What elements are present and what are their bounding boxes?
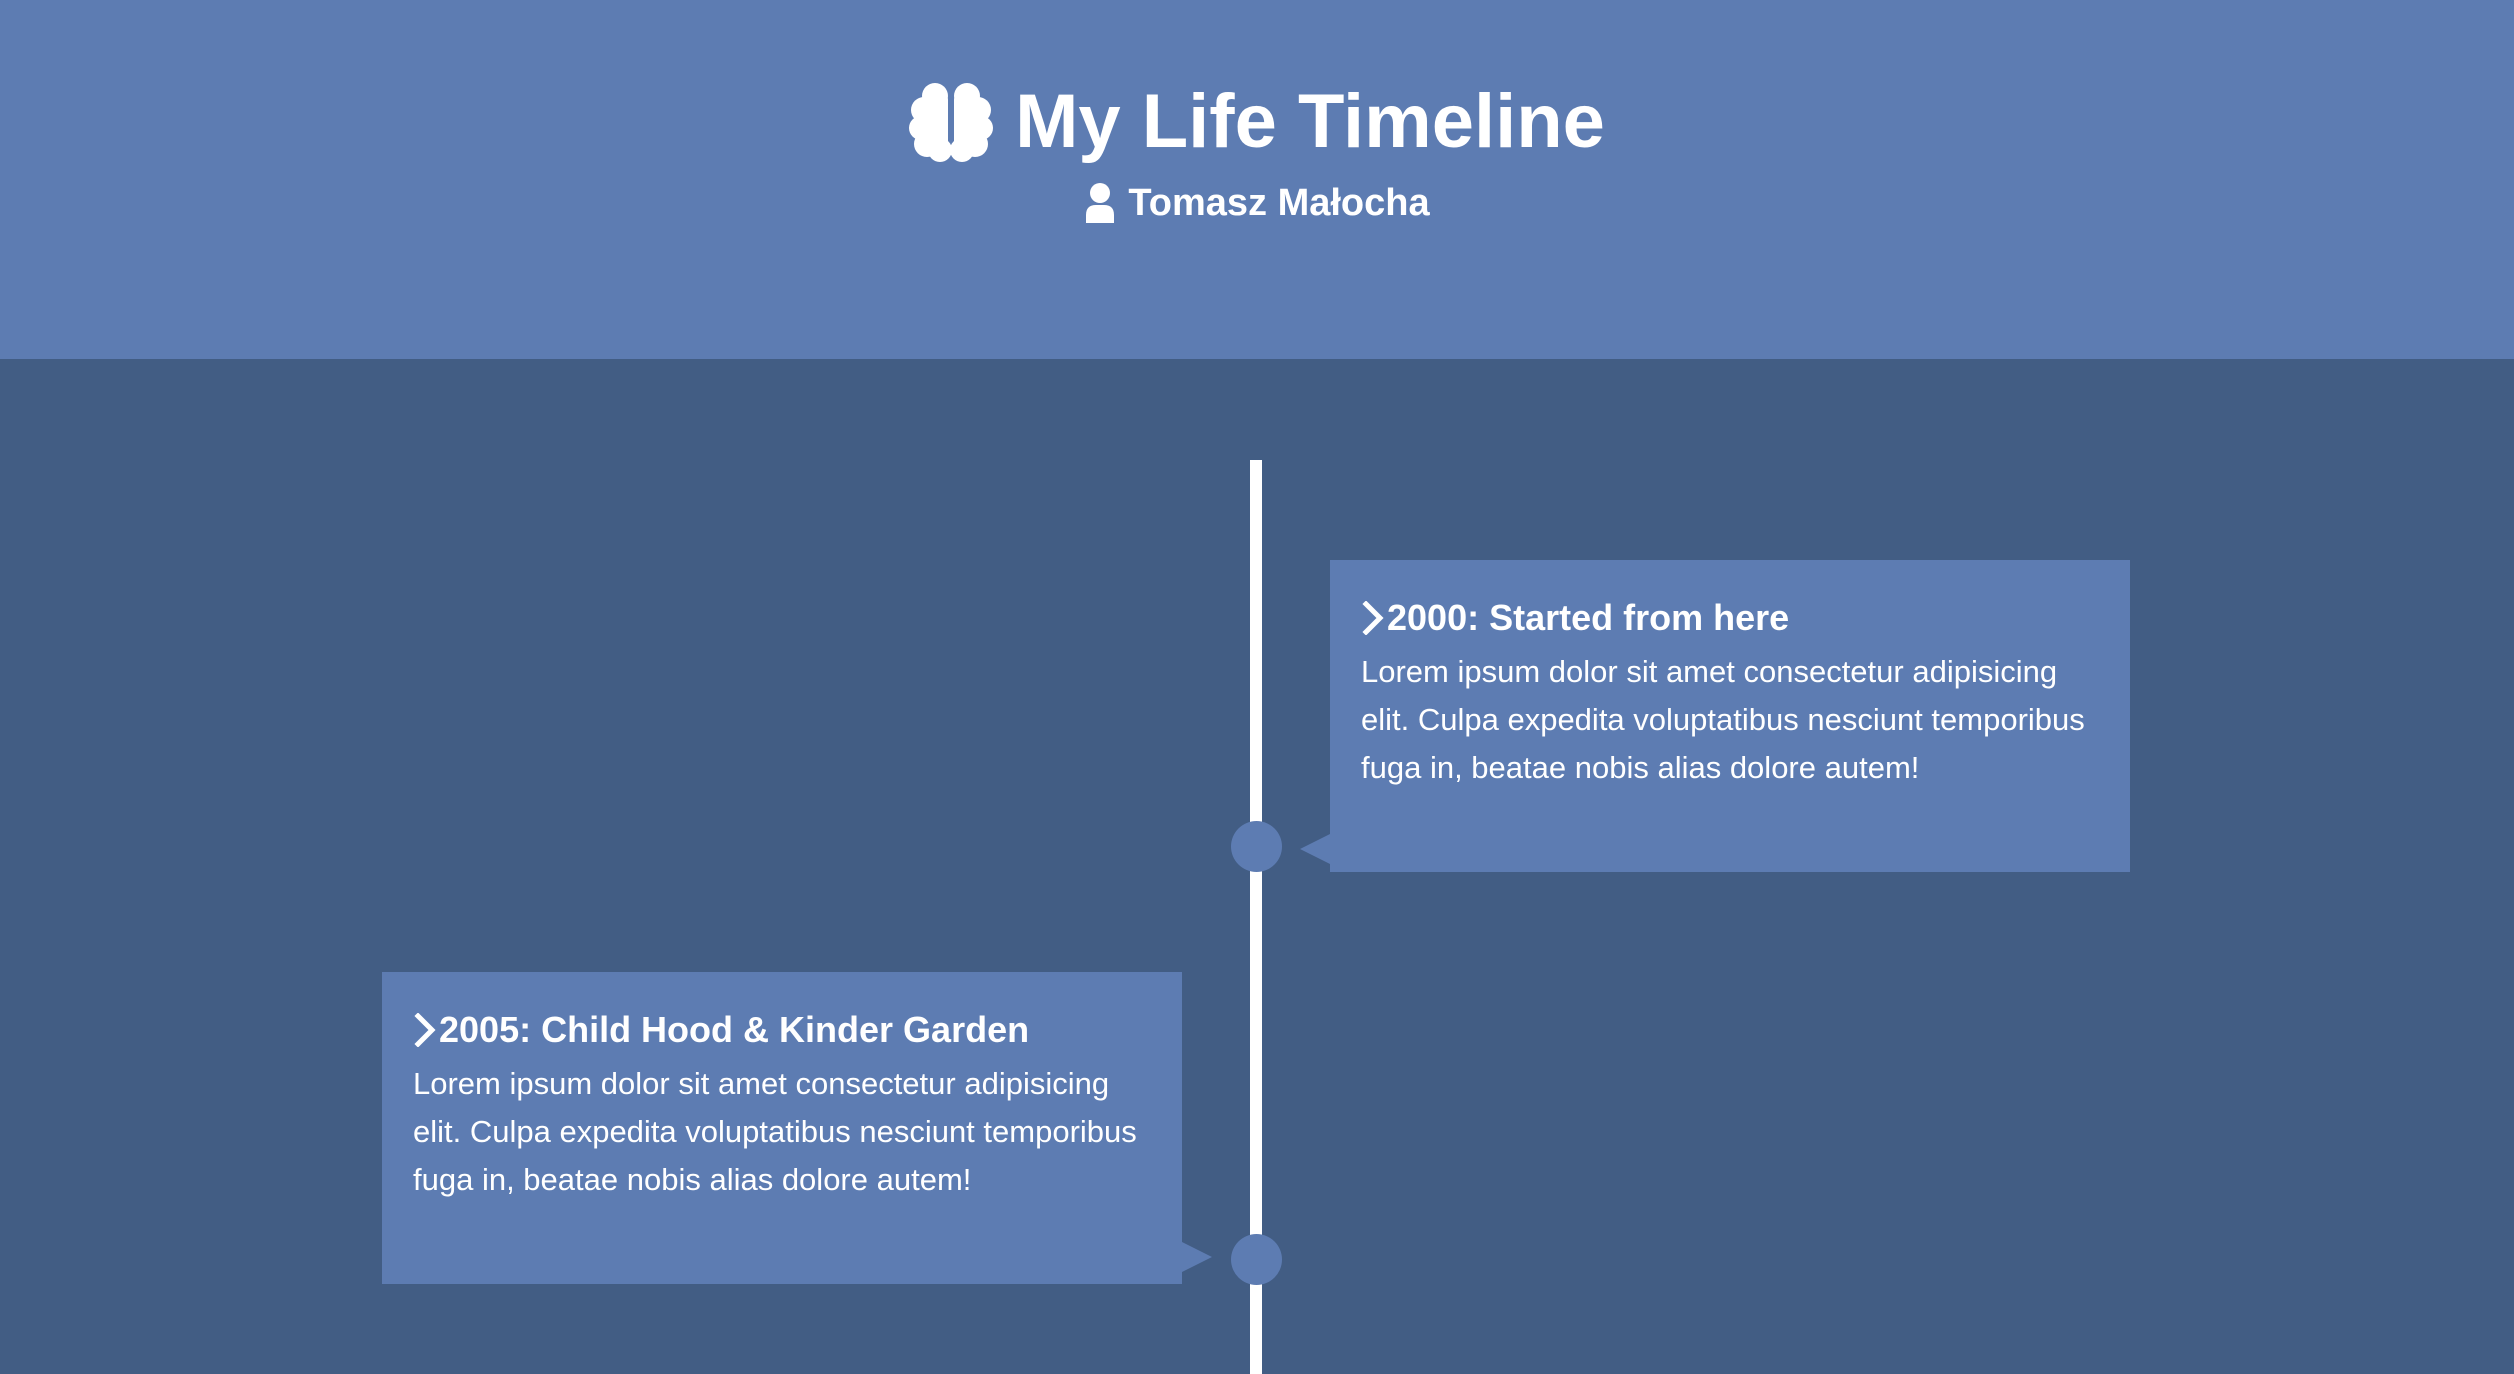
card-title-row: 2005: Child Hood & Kinder Garden [413, 1010, 1152, 1050]
brain-icon [909, 83, 994, 162]
event-description: Lorem ipsum dolor sit amet consectetur a… [1361, 654, 2085, 785]
timeline-line [1250, 460, 1262, 1374]
event-description: Lorem ipsum dolor sit amet consectetur a… [413, 1066, 1137, 1197]
timeline-dot [1231, 1234, 1282, 1285]
timeline-event-card: 2000: Started from here Lorem ipsum dolo… [1300, 560, 2130, 872]
event-title: 2000: Started from here [1387, 597, 1790, 638]
chevron-right-icon [414, 1013, 436, 1047]
author-name: Tomasz Małocha [1128, 182, 1430, 224]
card-title-row: 2000: Started from here [1361, 598, 2100, 638]
timeline-event-card: 2005: Child Hood & Kinder Garden Lorem i… [382, 972, 1212, 1284]
card-pointer [1300, 834, 1330, 864]
page-header: My Life Timeline Tomasz Małocha [0, 0, 2514, 359]
event-title: 2005: Child Hood & Kinder Garden [439, 1009, 1030, 1050]
user-icon [1086, 183, 1115, 223]
author-row: Tomasz Małocha [0, 180, 2514, 226]
title-row: My Life Timeline [0, 72, 2514, 172]
card-pointer [1182, 1242, 1212, 1272]
page-title: My Life Timeline [1015, 79, 1605, 164]
chevron-right-icon [1362, 601, 1384, 635]
timeline-dot [1231, 821, 1282, 872]
